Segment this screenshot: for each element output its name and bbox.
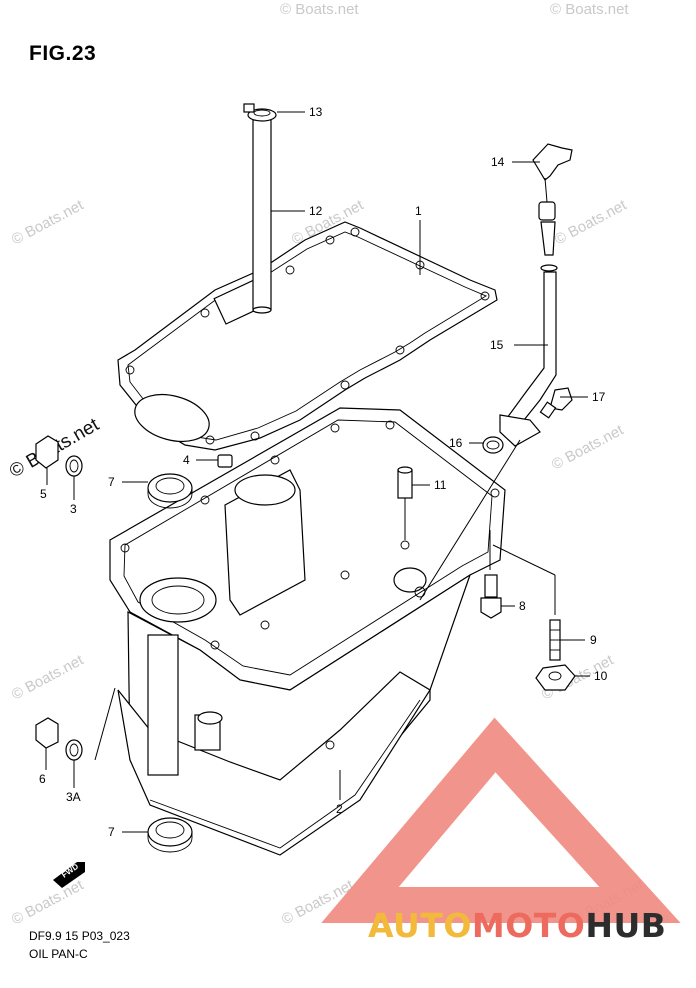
part-labels: 13 12 1 14 15 17 16 4 11 7 5 3 8 9 10 2 …	[39, 105, 608, 839]
part-label: 13	[309, 105, 323, 119]
tube-part-12	[252, 119, 272, 314]
diagram-name: OIL PAN-C	[29, 947, 88, 961]
part-label: 9	[590, 633, 597, 647]
clip-part-13	[243, 103, 277, 122]
part-label: 16	[449, 436, 463, 450]
logo-text: AUTOMOTOHUB	[368, 906, 666, 945]
washer-part-3	[65, 455, 83, 477]
logo-triangle	[321, 717, 681, 923]
part-label: 6	[39, 772, 46, 786]
watermark-text: © Boats.net	[9, 651, 87, 703]
plug-bolt-part-5	[35, 435, 59, 469]
part-label: 5	[40, 487, 47, 501]
part-label: 10	[594, 669, 608, 683]
oil-seal-part-7-top	[147, 473, 193, 509]
leader-lines	[45, 111, 590, 833]
part-label: 12	[309, 204, 323, 218]
watermark-text: © Boats.net	[280, 1, 359, 18]
dipstick-part-14	[532, 143, 573, 272]
watermark-text: © Boats.net	[9, 876, 87, 928]
o-ring-part-16	[482, 436, 504, 454]
part-label: 11	[434, 478, 447, 492]
part-label: 3	[70, 502, 77, 516]
stud-part-9	[549, 619, 561, 661]
part-label: 4	[183, 453, 190, 467]
dowel-pin-part-11	[397, 466, 413, 499]
part-label: 15	[490, 338, 504, 352]
watermark-text: © Boats.net	[552, 196, 630, 248]
part-label: 8	[519, 599, 526, 613]
drain-plug-part-6	[35, 717, 59, 749]
part-label: 3A	[66, 790, 81, 804]
oil-seal-part-7-bottom	[147, 817, 193, 853]
part-label: 7	[108, 475, 115, 489]
watermark-text: © Boats.net	[549, 421, 627, 473]
watermark-text: © Boats.net	[9, 196, 87, 248]
logo-triangle-inner	[470, 800, 575, 860]
part-label: 2	[336, 802, 343, 816]
bolt-part-8	[480, 574, 502, 619]
part-label: 1	[415, 204, 422, 218]
tube-part-15	[499, 271, 557, 447]
part-label: 14	[491, 155, 505, 169]
watermark-text: © Boats.net	[550, 1, 629, 18]
gasket-part-1	[117, 221, 498, 451]
plug-part-4	[217, 454, 233, 468]
bolt-part-17	[539, 387, 573, 419]
logo-text-moto: MOTO	[472, 906, 585, 945]
part-label: 7	[108, 825, 115, 839]
figure-title: FIG.23	[29, 42, 97, 65]
logo-text-hub: HUB	[585, 906, 666, 945]
nut-part-10	[535, 664, 576, 691]
logo-text-auto: AUTO	[368, 906, 472, 945]
automotohub-logo: AUTOMOTOHUB	[321, 717, 681, 945]
washer-part-3a	[65, 739, 83, 761]
part-label: 17	[592, 390, 606, 404]
diagram-code: DF9.9 15 P03_023	[29, 929, 130, 943]
